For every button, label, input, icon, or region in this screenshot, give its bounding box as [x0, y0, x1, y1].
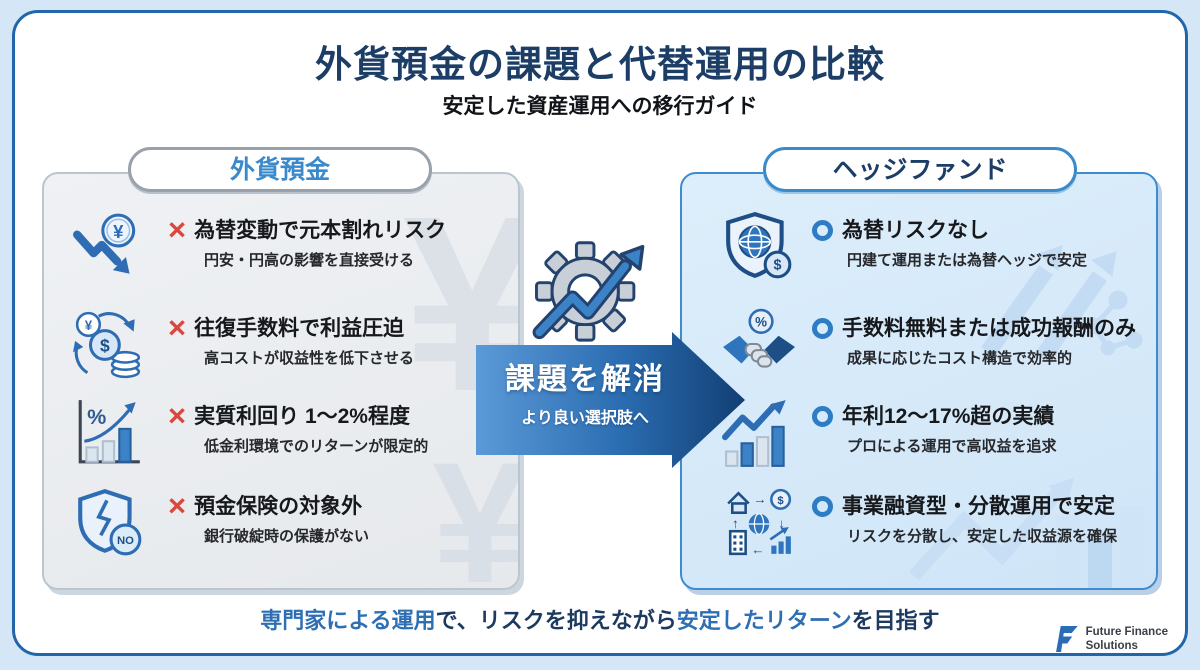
future-finance-logo-icon	[1055, 626, 1078, 652]
circle-mark-icon	[812, 220, 833, 241]
handshake-percent-icon: %	[722, 308, 796, 382]
item-subtitle: プロによる運用で高収益を追求	[847, 438, 1057, 455]
solution-arrow	[476, 332, 745, 468]
right-item-no-fees: % 手数料無料または成功報酬のみ 成果に応じたコスト構造で効率的	[722, 308, 1136, 382]
rising-bar-chart-icon	[722, 396, 796, 470]
page-title: 外貨預金の課題と代替運用の比較	[315, 44, 885, 85]
item-title: 為替変動で元本割れリスク	[194, 219, 447, 242]
item-subtitle: 低金利環境でのリターンが限定的	[204, 438, 429, 455]
item-title: 為替リスクなし	[842, 219, 989, 242]
right-item-diversified: $ → ↓ ← ↑	[722, 486, 1117, 560]
solution-subline: より良い選択肢へ	[521, 410, 649, 427]
left-item-fx-risk: ¥ × 為替変動で元本割れリスク 円安・円高の影響を直接受ける	[72, 210, 446, 284]
item-title: 手数料無料または成功報酬のみ	[842, 317, 1136, 340]
svg-text:¥: ¥	[113, 221, 124, 242]
item-title: 年利12〜17%超の実績	[842, 405, 1055, 428]
hedge-fund-header: ヘッジファンド	[763, 147, 1077, 192]
circle-mark-icon	[812, 406, 833, 427]
item-subtitle: 円建て運用または為替ヘッジで安定	[847, 252, 1088, 269]
tagline-segment: 安定したリターン	[676, 608, 852, 633]
right-item-returns: 年利12〜17%超の実績 プロによる運用で高収益を追求	[722, 396, 1057, 470]
left-item-fees: ¥ $ × 往復手数料で利益圧迫 高コストが収益性を低下させる	[72, 308, 414, 382]
company-logo: Future Finance Solutions	[1055, 624, 1168, 654]
item-subtitle: リスクを分散し、安定した収益源を確保	[847, 528, 1118, 545]
gear-growth-arrow-icon	[532, 241, 645, 342]
logo-line2: Solutions	[1085, 640, 1138, 652]
foreign-deposit-header: 外貨預金	[128, 147, 432, 192]
cross-mark-icon: ×	[168, 212, 187, 247]
cross-mark-icon: ×	[168, 398, 187, 433]
svg-text:$: $	[774, 258, 782, 274]
circle-mark-icon	[812, 318, 833, 339]
hedge-fund-panel: $ 為替リスクなし 円建て運用または為替ヘッジで安定 %	[680, 172, 1158, 590]
page-subtitle: 安定した資産運用への移行ガイド	[442, 95, 758, 118]
left-item-no-insurance: NO × 預金保険の対象外 銀行破綻時の保護がない	[72, 486, 369, 560]
left-item-low-yield: % × 実質利回り 1〜2%程度 低金利環境でのリターンが限定的	[72, 396, 428, 470]
item-title: 実質利回り 1〜2%程度	[194, 405, 410, 428]
cross-mark-icon: ×	[168, 488, 187, 523]
item-title: 往復手数料で利益圧迫	[194, 317, 405, 340]
tagline-segment: 専門家による運用	[260, 608, 436, 633]
svg-text:NO: NO	[117, 535, 134, 547]
svg-text:$: $	[100, 336, 110, 356]
svg-text:¥: ¥	[85, 318, 93, 333]
declining-yen-arrow-icon: ¥	[72, 210, 146, 284]
item-subtitle: 高コストが収益性を低下させる	[204, 350, 415, 367]
svg-text:↑: ↑	[732, 516, 739, 531]
circle-mark-icon	[812, 496, 833, 517]
svg-text:←: ←	[751, 542, 764, 557]
logo-line1: Future Finance	[1085, 625, 1168, 638]
tagline-segment: で、リスクを抑えながら	[435, 608, 677, 633]
cross-mark-icon: ×	[168, 310, 187, 345]
yen-watermark-icon: ¥	[432, 427, 520, 590]
foreign-deposit-panel: ¥ ¥ ¥ × 為替変動で元本割れリスク 円安・円高の影響を直接受ける	[42, 172, 520, 590]
diversified-allocation-icon: $ → ↓ ← ↑	[722, 486, 796, 560]
item-subtitle: 円安・円高の影響を直接受ける	[204, 252, 415, 269]
svg-text:%: %	[755, 315, 767, 330]
footer-tagline: 専門家による運用で、リスクを抑えながら安定したリターンを目指す	[0, 603, 1200, 635]
right-item-no-fx-risk: $ 為替リスクなし 円建て運用または為替ヘッジで安定	[722, 210, 1087, 284]
svg-text:%: %	[87, 404, 106, 429]
item-subtitle: 銀行破綻時の保護がない	[204, 528, 370, 545]
tagline-segment: を目指す	[851, 608, 940, 633]
svg-text:↓: ↓	[778, 516, 785, 531]
globe-shield-dollar-icon: $	[722, 210, 796, 284]
solution-headline: 課題を解消	[505, 363, 665, 396]
broken-shield-no-icon: NO	[72, 486, 146, 560]
item-title: 事業融資型・分散運用で安定	[842, 495, 1115, 518]
low-yield-bar-chart-icon: %	[72, 396, 146, 470]
currency-exchange-coins-icon: ¥ $	[72, 308, 146, 382]
svg-text:$: $	[777, 495, 784, 507]
svg-text:→: →	[753, 491, 766, 506]
item-title: 預金保険の対象外	[194, 495, 363, 518]
item-subtitle: 成果に応じたコスト構造で効率的	[847, 350, 1073, 367]
